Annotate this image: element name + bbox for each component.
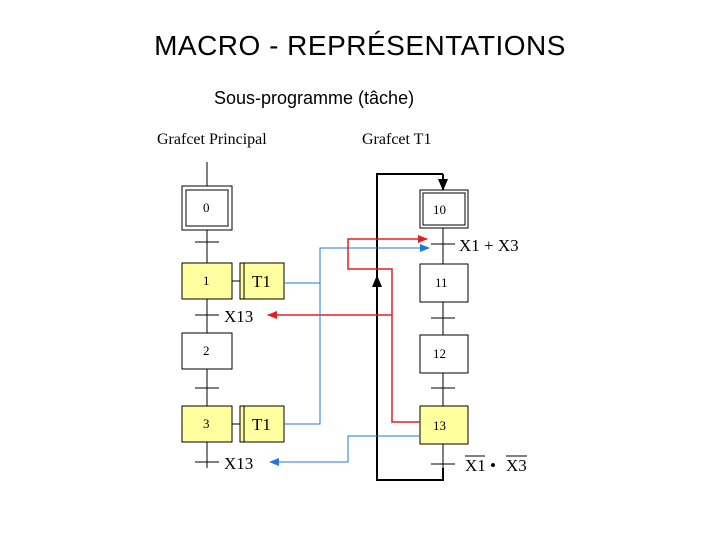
grafcet-principal-heading: Grafcet Principal [157,131,267,148]
t1-step-12: 12 [419,334,469,374]
blue-arrow-step3-to-t1 [284,248,321,425]
principal-step-2-label: 2 [203,343,210,358]
principal-step-3-label: 3 [203,416,210,431]
t1-step-13: 13 [419,405,469,445]
principal-transition-1-label: X13 [224,307,253,326]
t1-transition-end-left: X1 [465,456,486,475]
t1-transition-end-label: X1 • X3 [465,455,527,475]
t1-step-11: 11 [419,263,469,303]
t1-step-11-label: 11 [435,275,448,290]
principal-transition-3-label: X13 [224,454,253,473]
page-title: MACRO - REPRÉSENTATIONS [154,30,566,61]
principal-step-1: 1 [181,262,233,300]
t1-step-12-label: 12 [433,346,446,361]
principal-step-1-label: 1 [203,273,210,288]
page-subtitle: Sous-programme (tâche) [214,88,415,108]
blue-arrow-step13-to-x13 [269,435,420,466]
principal-macro-t1-2: T1 [239,405,285,443]
red-arrow-to-t1-start [347,235,428,423]
t1-transition-end-right: X3 [506,456,527,475]
t1-step-10: 10 [419,189,469,229]
principal-macro-t1-1: T1 [239,262,285,300]
principal-step-2: 2 [181,332,233,370]
principal-step-3: 3 [181,405,233,443]
principal-macro-t1-2-label: T1 [252,415,271,434]
t1-transition-end-dot: • [490,456,496,475]
grafcet-t1-heading: Grafcet T1 [362,131,431,148]
t1-transition-start-label: X1 + X3 [459,236,519,255]
principal-macro-t1-1-label: T1 [252,272,271,291]
blue-arrow-step1-to-t1 [284,244,430,284]
principal-step-0-label: 0 [203,200,210,215]
principal-step-0: 0 [181,185,233,231]
t1-step-13-label: 13 [433,418,446,433]
t1-step-10-label: 10 [433,202,446,217]
